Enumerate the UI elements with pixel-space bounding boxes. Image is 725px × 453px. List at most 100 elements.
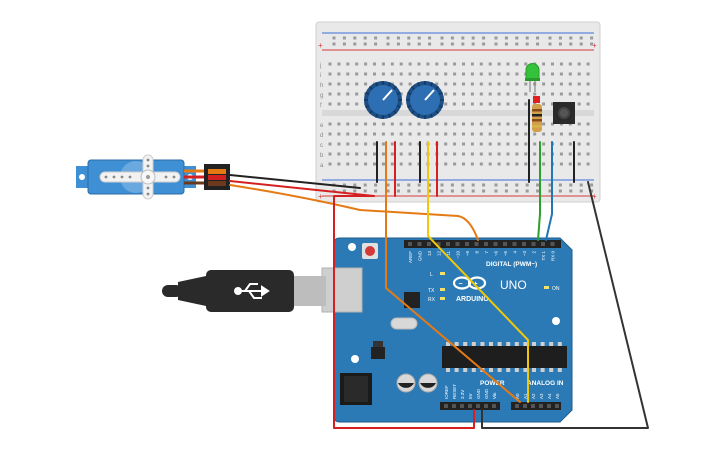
breadboard-hole bbox=[364, 82, 368, 86]
rail-hole bbox=[504, 189, 508, 193]
breadboard-hole bbox=[364, 162, 368, 166]
reset-button-cap[interactable] bbox=[365, 246, 375, 256]
rail-hole bbox=[374, 36, 378, 40]
breadboard-hole bbox=[524, 102, 528, 106]
breadboard-hole bbox=[381, 132, 385, 136]
breadboard-hole bbox=[381, 122, 385, 126]
rail-hole bbox=[590, 183, 594, 187]
breadboard-hole bbox=[328, 142, 332, 146]
digital-pin-slot bbox=[503, 242, 507, 246]
breadboard-hole bbox=[373, 62, 376, 66]
breadboard-hole bbox=[488, 62, 492, 66]
rail-hole bbox=[569, 36, 573, 40]
breadboard-hole bbox=[524, 122, 528, 126]
breadboard-hole bbox=[533, 152, 537, 156]
rail-hole bbox=[386, 36, 390, 40]
potentiometer-2[interactable] bbox=[406, 81, 444, 119]
breadboard-hole bbox=[364, 122, 368, 126]
breadboard-hole bbox=[435, 72, 439, 76]
breadboard-hole bbox=[337, 92, 341, 96]
breadboard-hole bbox=[355, 132, 359, 136]
digital-pin-slot bbox=[474, 242, 479, 246]
rail-hole bbox=[450, 36, 454, 40]
breadboard-hole bbox=[328, 92, 332, 96]
breadboard-hole bbox=[524, 132, 528, 136]
rail-hole bbox=[407, 183, 411, 187]
breadboard-hole bbox=[497, 152, 501, 156]
rail-hole bbox=[353, 189, 357, 193]
rail-hole bbox=[558, 189, 562, 193]
breadboard-hole bbox=[470, 122, 474, 126]
rail-hole bbox=[579, 183, 583, 187]
breadboard-hole bbox=[497, 162, 501, 166]
analog-pin-slot bbox=[539, 404, 543, 408]
breadboard-hole bbox=[462, 92, 465, 96]
rail-hole bbox=[515, 36, 519, 40]
breadboard-hole bbox=[337, 62, 341, 66]
breadboard-hole bbox=[577, 122, 581, 126]
power-pin-slot bbox=[476, 404, 480, 408]
wire-button-blue bbox=[545, 141, 553, 241]
breadboard-hole bbox=[337, 162, 341, 166]
breadboard-hole bbox=[542, 102, 546, 106]
breadboard-hole bbox=[586, 132, 590, 136]
breadboard-hole bbox=[346, 162, 350, 166]
breadboard-hole bbox=[497, 62, 501, 66]
led-on-label: ON bbox=[552, 286, 560, 292]
wire-5v-red bbox=[333, 195, 475, 429]
rail-hole bbox=[504, 183, 508, 187]
digital-pin-slot bbox=[446, 242, 450, 246]
breadboard-hole bbox=[577, 92, 581, 96]
breadboard-hole bbox=[337, 122, 341, 126]
breadboard-hole bbox=[559, 92, 563, 96]
breadboard-hole bbox=[568, 82, 572, 86]
led-on-indicator bbox=[544, 286, 549, 289]
breadboard-hole bbox=[381, 62, 385, 66]
breadboard-hole bbox=[417, 132, 421, 136]
row-letter-e: e bbox=[320, 123, 324, 129]
breadboard-hole bbox=[364, 132, 368, 136]
breadboard-hole bbox=[568, 62, 572, 66]
rail-hole bbox=[386, 189, 390, 193]
breadboard-hole bbox=[408, 162, 412, 166]
breadboard-hole bbox=[462, 162, 465, 166]
breadboard-hole bbox=[453, 72, 457, 76]
breadboard-hole bbox=[355, 162, 359, 166]
breadboard-hole bbox=[470, 142, 474, 146]
breadboard-hole bbox=[533, 92, 537, 96]
svg-text:−: − bbox=[459, 281, 463, 288]
potentiometer-1[interactable] bbox=[364, 81, 402, 119]
breadboard-hole bbox=[373, 142, 376, 146]
rail-hole bbox=[590, 189, 594, 193]
breadboard-hole bbox=[337, 132, 341, 136]
voltage-regulator bbox=[371, 347, 385, 359]
resistor bbox=[532, 96, 542, 132]
breadboard-hole bbox=[328, 72, 332, 76]
breadboard-hole bbox=[515, 82, 519, 86]
breadboard-hole bbox=[479, 92, 483, 96]
digital-pin-slot bbox=[465, 242, 469, 246]
rail-hole bbox=[461, 36, 465, 40]
pushbutton[interactable] bbox=[553, 102, 575, 124]
breadboard-hole bbox=[346, 92, 350, 96]
breadboard-hole bbox=[568, 142, 572, 146]
power-pin-label: GND bbox=[484, 388, 489, 399]
breadboard-hole bbox=[462, 122, 465, 126]
breadboard-hole bbox=[515, 62, 519, 66]
breadboard-hole bbox=[559, 142, 563, 146]
rail-hole bbox=[558, 183, 562, 187]
breadboard-hole bbox=[444, 152, 448, 156]
breadboard-hole bbox=[515, 102, 519, 106]
breadboard-hole bbox=[506, 92, 510, 96]
rail-hole bbox=[428, 36, 432, 40]
rail-hole bbox=[342, 183, 346, 187]
power-pin-slot bbox=[460, 404, 464, 408]
breadboard-hole bbox=[381, 142, 385, 146]
breadboard-hole bbox=[488, 82, 492, 86]
power-pin-slot bbox=[452, 404, 456, 408]
rail-hole bbox=[363, 42, 367, 46]
breadboard-hole bbox=[479, 62, 483, 66]
breadboard-hole bbox=[506, 142, 510, 146]
